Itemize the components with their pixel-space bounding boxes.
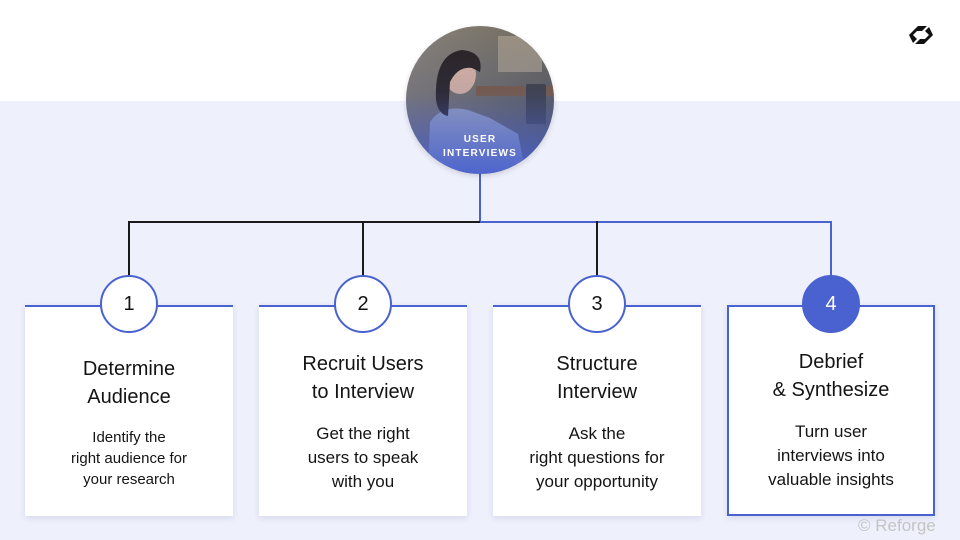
step-card-1: Determine Audience Identify the right au… — [25, 305, 233, 516]
reforge-logo-icon — [909, 26, 933, 44]
step-description: Identify the right audience for your res… — [71, 429, 187, 488]
copyright-text: © Reforge — [858, 516, 936, 535]
step-description: Turn user interviews into valuable insig… — [768, 422, 894, 489]
step-title: Debrief & Synthesize — [772, 351, 890, 401]
hub-label: USER INTERVIEWS — [442, 134, 518, 159]
step-title: Structure Interview — [556, 353, 638, 403]
step-card-3: Structure Interview Ask the right questi… — [493, 305, 701, 516]
step-description: Ask the right questions for your opportu… — [529, 424, 665, 491]
step-number-badge-3: 3 — [568, 275, 626, 333]
step-number-badge-1: 1 — [100, 275, 158, 333]
step-title: Determine Audience — [82, 358, 176, 408]
step-number-badge-4: 4 — [802, 275, 860, 333]
step-card-2: Recruit Users to Interview Get the right… — [259, 305, 467, 516]
step-card-4: Debrief & Synthesize Turn user interview… — [727, 305, 935, 516]
step-number-badge-2: 2 — [334, 275, 392, 333]
step-title: Recruit Users to Interview — [302, 353, 424, 403]
hub-photo — [406, 26, 554, 174]
step-description: Get the right users to speak with you — [307, 424, 419, 491]
hub-user-interviews: USER INTERVIEWS — [406, 26, 554, 174]
